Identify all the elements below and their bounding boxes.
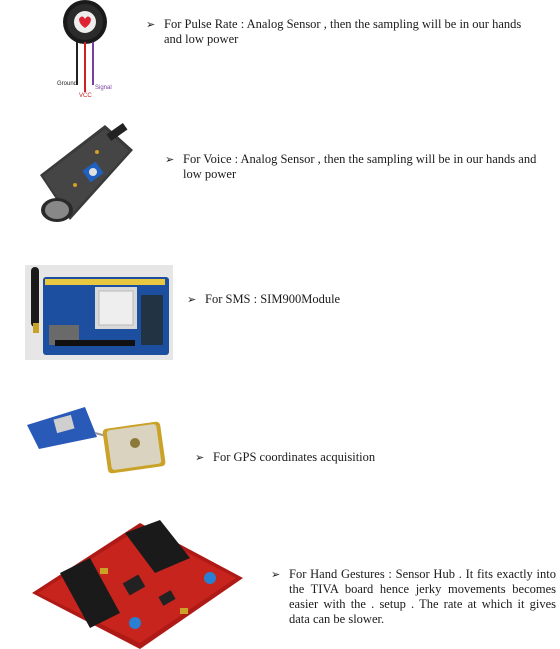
sensor-hub-image [30,518,245,649]
sim900-shield-image [25,265,173,360]
sound-sensor-image [35,120,135,230]
bullet-item-gps: ➢ For GPS coordinates acquisition [195,450,495,465]
hand-gestures-text: For Hand Gestures : Sensor Hub . It fits… [289,567,556,626]
pulse-sensor-image: Ground VCC Signal [55,0,120,100]
bullet-arrow-icon: ➢ [187,293,197,306]
bullet-arrow-icon: ➢ [271,568,281,581]
voice-text: For Voice : Analog Sensor , then the sam… [183,152,537,181]
bullet-arrow-icon: ➢ [195,451,205,464]
gps-module-image [25,405,170,475]
bullet-item-voice: ➢ For Voice : Analog Sensor , then the s… [165,152,553,182]
sms-text: For SMS : SIM900Module [205,292,341,306]
signal-label: Signal [95,85,112,91]
bullet-item-hand-gestures: ➢ For Hand Gestures : Sensor Hub . It fi… [271,567,556,627]
pulse-rate-text: For Pulse Rate : Analog Sensor , then th… [164,17,522,46]
bullet-arrow-icon: ➢ [146,18,156,31]
vcc-label: VCC [79,93,92,99]
bullet-arrow-icon: ➢ [165,153,175,166]
ground-label: Ground [57,81,78,87]
bullet-item-sms: ➢ For SMS : SIM900Module [187,292,487,307]
bullet-item-pulse: ➢ For Pulse Rate : Analog Sensor , then … [146,17,541,47]
gps-text: For GPS coordinates acquisition [213,450,376,464]
